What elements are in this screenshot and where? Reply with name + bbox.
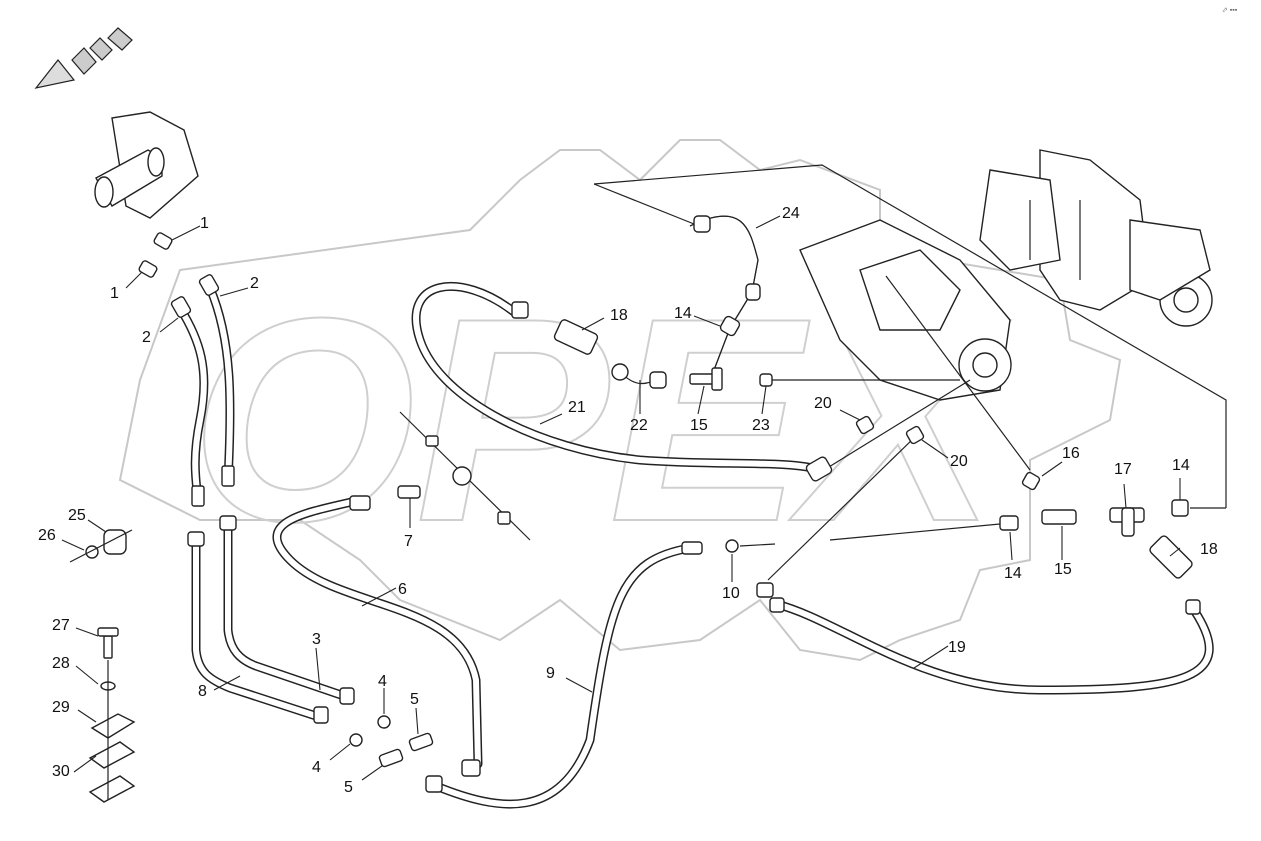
part-label: 17	[1114, 461, 1132, 478]
part-label: 14	[1004, 565, 1022, 582]
clamp-assembly	[88, 627, 136, 803]
part-label: 27	[52, 617, 70, 634]
part-label: 20	[950, 453, 968, 470]
part-label: 6	[398, 581, 407, 598]
hydraulic-pump-assembly	[799, 149, 1213, 401]
part-label: 1	[200, 215, 209, 232]
reference-lines	[593, 164, 1227, 547]
part-label: 25	[68, 507, 86, 524]
part-label: 19	[948, 639, 966, 656]
part-label: 22	[630, 417, 648, 434]
part-label: 9	[546, 665, 555, 682]
part-label: 14	[1172, 457, 1190, 474]
part-label: 4	[378, 673, 387, 690]
part-label: 28	[52, 655, 70, 672]
part-label: 29	[52, 699, 70, 716]
part-label: 18	[1200, 541, 1218, 558]
part-label: 14	[674, 305, 692, 322]
part-label: 21	[568, 399, 586, 416]
fittings	[69, 215, 1201, 793]
hose-set	[175, 215, 1214, 809]
part-label: 18	[610, 307, 628, 324]
control-valve-bracket	[94, 111, 199, 219]
part-label: 26	[38, 527, 56, 544]
part-label: 2	[142, 329, 151, 346]
part-label: 3	[312, 631, 321, 648]
part-label: 5	[410, 691, 419, 708]
part-label: 20	[814, 395, 832, 412]
part-label: 30	[52, 763, 70, 780]
part-label: 24	[782, 205, 800, 222]
part-number-labels: 1 1 2 2 3 4 4 5 5 6 7 8 9 10 14 14 14 15…	[38, 205, 1218, 796]
part-label: 15	[1054, 561, 1072, 578]
part-label: 8	[198, 683, 207, 700]
direction-arrow-icon	[34, 27, 133, 89]
part-label: 16	[1062, 445, 1080, 462]
part-label: 10	[722, 585, 740, 602]
part-label: 15	[690, 417, 708, 434]
part-label: 5	[344, 779, 353, 796]
part-label: 23	[752, 417, 770, 434]
part-label: 2	[250, 275, 259, 292]
corner-mark: ⬀ ▪▪▪	[1222, 7, 1238, 14]
opex-watermark: OPEX	[118, 139, 1122, 662]
part-label: 7	[404, 533, 413, 550]
part-label: 1	[110, 285, 119, 302]
part-label: 4	[312, 759, 321, 776]
leader-lines	[61, 215, 1181, 781]
